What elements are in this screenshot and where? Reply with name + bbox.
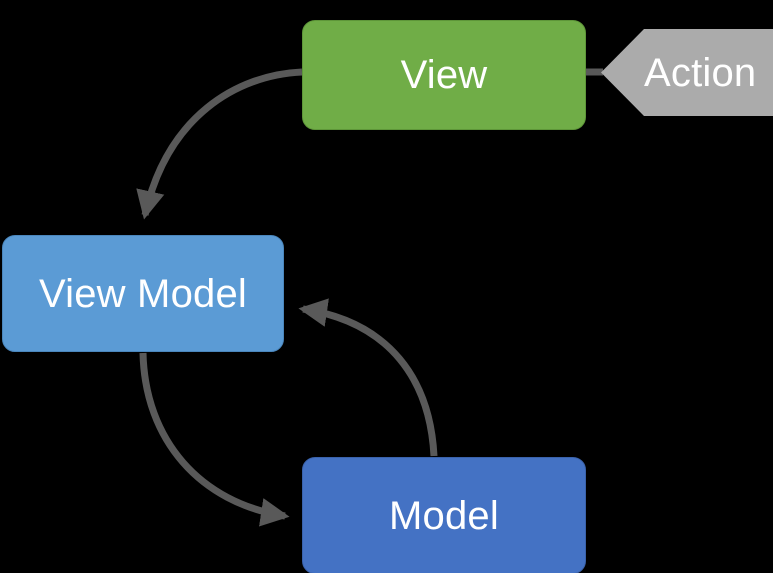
node-view[interactable]: View xyxy=(302,20,586,130)
node-action[interactable]: Action xyxy=(601,29,773,116)
node-action-label: Action xyxy=(644,50,757,95)
node-view-model-label: View Model xyxy=(38,271,248,316)
node-view-label: View xyxy=(400,53,488,97)
connector-view-to-view-model xyxy=(136,68,303,220)
connector-model-to-view-model xyxy=(298,298,438,457)
node-model[interactable]: Model xyxy=(302,457,586,573)
node-model-label: Model xyxy=(389,493,499,538)
node-view-model[interactable]: View Model xyxy=(2,235,284,352)
connector-view-model-to-model xyxy=(139,352,290,527)
